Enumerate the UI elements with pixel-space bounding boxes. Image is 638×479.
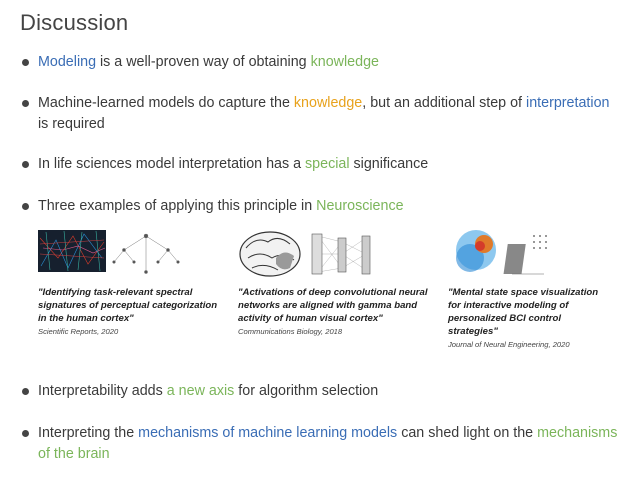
bullet-life-sciences: In life sciences model interpretation ha… bbox=[22, 154, 622, 175]
highlight-term: a new axis bbox=[166, 383, 235, 399]
bullet-dot bbox=[22, 100, 29, 107]
bullet-text: Interpretability adds bbox=[38, 383, 167, 399]
spectral-signature-figure bbox=[38, 230, 180, 274]
bullet-text: can shed light on the bbox=[397, 425, 538, 441]
highlight-term: interpretation bbox=[526, 95, 610, 111]
bullet-ml-models: Machine-learned models do capture the kn… bbox=[22, 93, 622, 135]
bullet-neuroscience-examples: Three examples of applying this principl… bbox=[22, 196, 622, 217]
bullet-text: Machine-learned models do capture the bbox=[38, 95, 294, 111]
example-quote: "Activations of deep convolutional neura… bbox=[238, 287, 428, 324]
highlight-term: special bbox=[305, 156, 350, 172]
example-quote: "Mental state space visualization for in… bbox=[448, 287, 599, 337]
bullet-text: significance bbox=[349, 156, 429, 172]
example-source: Journal of Neural Engineering, 2020 bbox=[448, 340, 570, 349]
highlight-term: mechanisms of the brain bbox=[38, 425, 618, 462]
bullet-text: Three examples of applying this principl… bbox=[38, 198, 317, 214]
bullet-mechanisms: Interpreting the mechanisms of machine l… bbox=[22, 423, 622, 465]
bullet-text: is required bbox=[38, 116, 105, 132]
highlight-term: Neuroscience bbox=[316, 198, 404, 214]
highlight-term: mechanisms of machine learning models bbox=[138, 425, 398, 441]
mental-state-figure bbox=[456, 230, 547, 275]
bullet-text: for algorithm selection bbox=[234, 383, 379, 399]
bullet-dot bbox=[22, 59, 29, 66]
example-card-1: "Identifying task-relevant spectral sign… bbox=[38, 228, 218, 336]
bullet-text: In life sciences model interpretation ha… bbox=[38, 156, 306, 172]
bullet-dot bbox=[22, 430, 29, 437]
example-card-2: "Activations of deep convolutional neura… bbox=[238, 228, 428, 336]
bullet-modeling: Modeling is a well-proven way of obtaini… bbox=[22, 52, 622, 73]
example-card-3: "Mental state space visualization for in… bbox=[448, 228, 608, 349]
example-quote: "Identifying task-relevant spectral sign… bbox=[38, 287, 218, 324]
bullet-text: Interpreting the bbox=[38, 425, 139, 441]
bullet-text: , but an additional step of bbox=[362, 95, 527, 111]
example-source: Communications Biology, 2018 bbox=[238, 327, 343, 336]
dcnn-brain-figure bbox=[239, 231, 371, 277]
bullet-text: is a well-proven way of obtaining bbox=[96, 54, 311, 70]
bullet-interpretability: Interpretability adds a new axis for alg… bbox=[22, 381, 622, 402]
highlight-term: knowledge bbox=[293, 95, 363, 111]
highlight-term: knowledge bbox=[310, 54, 379, 70]
example-source: Scientific Reports, 2020 bbox=[38, 327, 119, 336]
page-title: Discussion bbox=[20, 10, 129, 35]
bullet-dot bbox=[22, 203, 29, 210]
bullet-dot bbox=[22, 161, 29, 168]
highlight-term: Modeling bbox=[38, 54, 97, 70]
bullet-dot bbox=[22, 388, 29, 395]
